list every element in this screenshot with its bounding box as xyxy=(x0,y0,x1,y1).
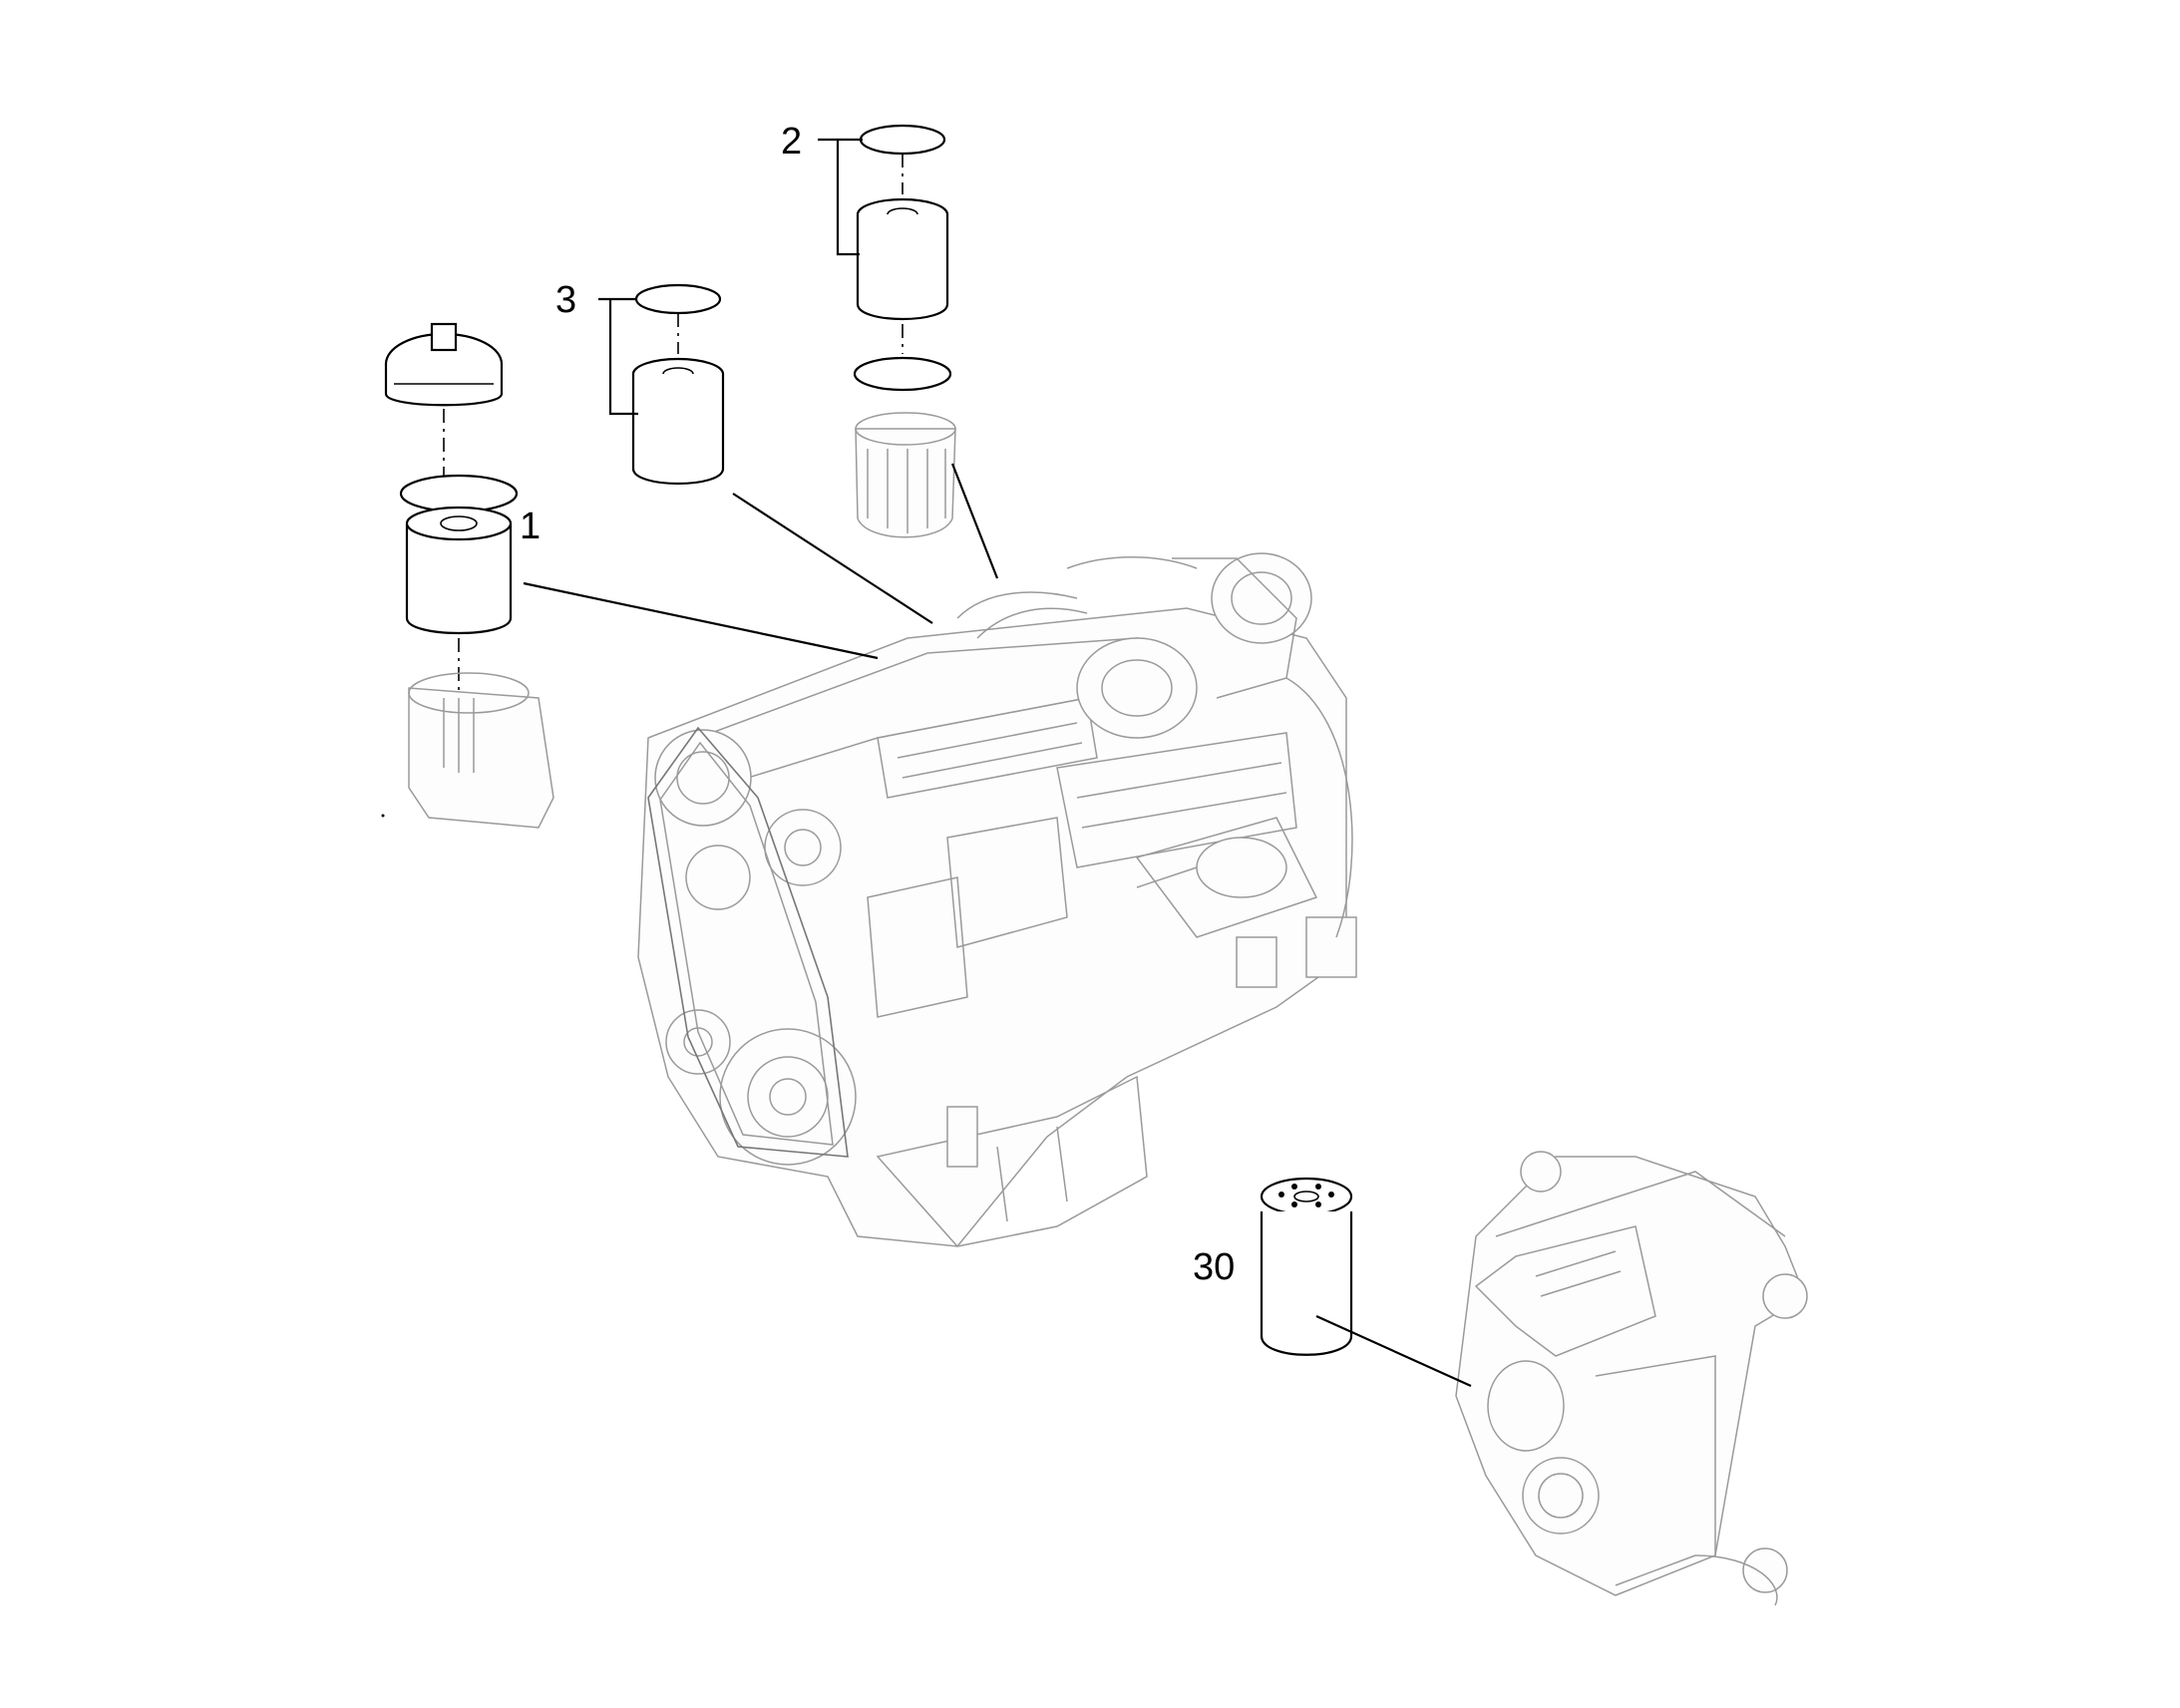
callout-1: 1 xyxy=(520,506,541,547)
transmission-illustration xyxy=(1455,1151,1808,1606)
stray-dot xyxy=(381,814,385,818)
part-30-filter xyxy=(1260,1177,1472,1388)
callout-3: 3 xyxy=(555,279,576,321)
part-1-filter-housing xyxy=(384,322,879,829)
engine-illustration xyxy=(637,552,1357,1247)
part-2-filter xyxy=(818,124,999,579)
callout-30: 30 xyxy=(1193,1246,1235,1288)
callout-2: 2 xyxy=(781,121,802,163)
part-3-filter xyxy=(598,283,933,624)
